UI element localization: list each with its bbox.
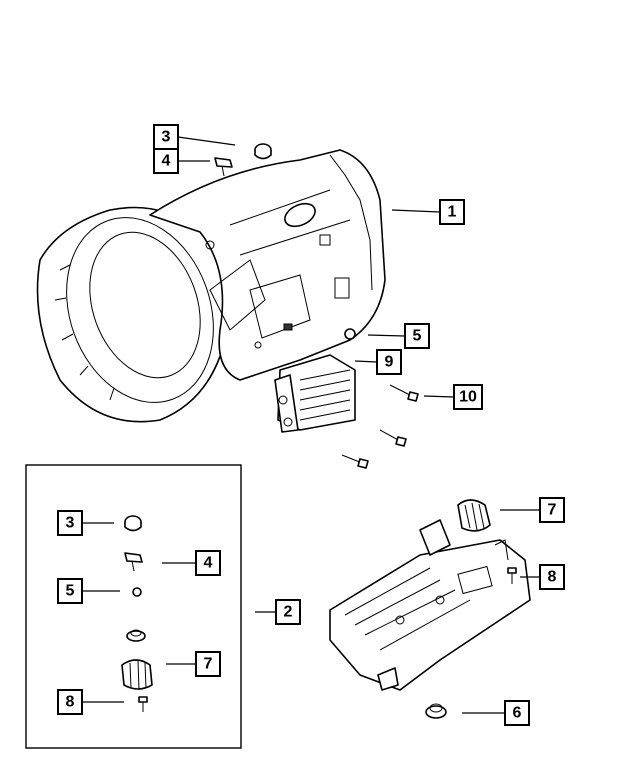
svg-text:7: 7 bbox=[548, 502, 557, 519]
svg-text:8: 8 bbox=[548, 569, 557, 586]
leader-lines bbox=[82, 136, 540, 714]
callout-kit-plug[interactable]: 3 bbox=[57, 510, 83, 536]
svg-text:9: 9 bbox=[385, 354, 394, 371]
svg-text:2: 2 bbox=[284, 604, 293, 621]
callout-screw-right[interactable]: 8 bbox=[539, 564, 565, 590]
valve-body[interactable] bbox=[329, 519, 531, 691]
callout-kit-screw[interactable]: 8 bbox=[57, 689, 83, 715]
svg-text:4: 4 bbox=[162, 153, 171, 170]
kit-frame bbox=[25, 464, 242, 749]
callout-kit-nut[interactable]: 5 bbox=[57, 578, 83, 604]
callout-grommet[interactable]: 6 bbox=[504, 700, 530, 726]
transmission-assembly[interactable] bbox=[36, 149, 386, 423]
callout-nut-top[interactable]: 5 bbox=[404, 323, 430, 349]
callout-plug-top[interactable]: 3 bbox=[153, 124, 179, 150]
svg-text:8: 8 bbox=[66, 694, 75, 711]
grommet[interactable] bbox=[425, 703, 447, 719]
svg-text:5: 5 bbox=[66, 583, 75, 600]
cooler-bolts[interactable] bbox=[341, 384, 419, 469]
callout-kit-fitting[interactable]: 4 bbox=[195, 550, 221, 576]
svg-text:3: 3 bbox=[162, 129, 171, 146]
callout-kit-solenoid[interactable]: 7 bbox=[195, 651, 221, 677]
callout-solenoid-right[interactable]: 7 bbox=[539, 497, 565, 523]
screw-right[interactable] bbox=[507, 567, 517, 584]
kit-grommet[interactable] bbox=[126, 629, 146, 642]
kit-screw[interactable] bbox=[138, 696, 148, 712]
svg-text:4: 4 bbox=[204, 555, 213, 572]
callout-fitting-top[interactable]: 4 bbox=[153, 148, 179, 174]
callout-cooler[interactable]: 9 bbox=[376, 349, 402, 375]
callout-bolt[interactable]: 10 bbox=[453, 384, 483, 410]
callout-transmission[interactable]: 1 bbox=[439, 199, 465, 225]
svg-text:6: 6 bbox=[513, 705, 522, 722]
svg-text:10: 10 bbox=[459, 389, 477, 406]
plug-top[interactable] bbox=[254, 143, 272, 160]
oil-cooler[interactable] bbox=[274, 354, 356, 433]
solenoid-right[interactable] bbox=[457, 499, 491, 532]
callout-kit[interactable]: 2 bbox=[275, 599, 301, 625]
svg-text:5: 5 bbox=[413, 328, 422, 345]
kit-fitting[interactable] bbox=[124, 552, 143, 572]
svg-text:7: 7 bbox=[204, 656, 213, 673]
svg-text:1: 1 bbox=[448, 204, 457, 221]
kit-solenoid[interactable] bbox=[121, 659, 153, 691]
kit-plug[interactable] bbox=[124, 515, 142, 532]
kit-nut[interactable] bbox=[132, 587, 142, 597]
nut-top[interactable] bbox=[344, 328, 356, 340]
fitting-top[interactable] bbox=[214, 157, 233, 177]
svg-text:3: 3 bbox=[66, 515, 75, 532]
